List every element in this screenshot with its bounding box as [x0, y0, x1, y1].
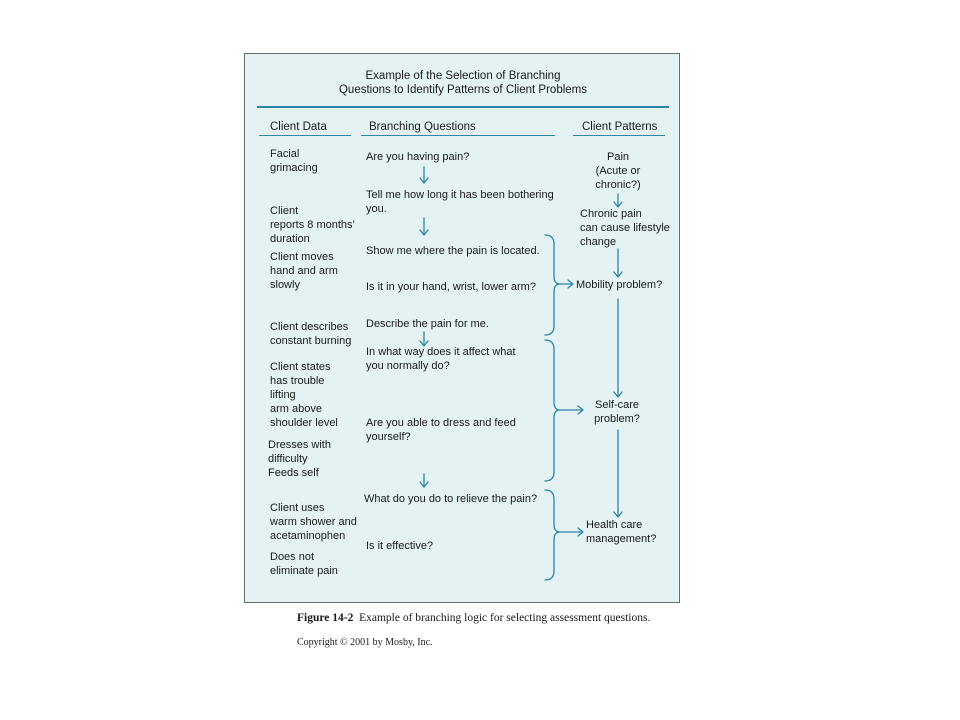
- branching-question: Show me where the pain is located.: [366, 245, 540, 257]
- down-arrow-icon: [419, 217, 429, 236]
- flow-arrows: [419, 166, 623, 581]
- client-data-item: Client reports 8 months’ duration: [270, 205, 355, 245]
- client-data-item: Facial grimacing: [270, 148, 318, 174]
- client-data-item: Client uses warm shower and acetaminophe…: [270, 502, 357, 542]
- branching-question: Are you having pain?: [366, 151, 470, 163]
- branching-question: Is it in your hand, wrist, lower arm?: [366, 281, 536, 293]
- client-pattern: Self-care problem?: [594, 399, 640, 425]
- header-rule-branching: [361, 135, 555, 136]
- down-arrow-icon: [613, 298, 623, 398]
- client-data-item: Does not eliminate pain: [270, 551, 338, 577]
- client-data-item: Client moves hand and arm slowly: [270, 251, 338, 291]
- curly-brace-icon: [544, 489, 561, 581]
- figure-title: Example of the Selection of Branching Qu…: [338, 70, 587, 96]
- client-pattern: Mobility problem?: [576, 279, 663, 291]
- figure-caption: Figure 14-2 Example of branching logic f…: [297, 612, 650, 624]
- branching-question: In what way does it affect what you norm…: [366, 346, 516, 372]
- curly-brace-icon: [544, 234, 561, 336]
- header-branching-questions: Branching Questions: [369, 121, 476, 133]
- header-client-data: Client Data: [270, 121, 327, 133]
- down-arrow-icon: [613, 248, 623, 278]
- down-arrow-icon: [613, 429, 623, 518]
- client-pattern: Pain (Acute or chronic?): [595, 151, 641, 191]
- curly-brace-icon: [544, 339, 561, 482]
- client-pattern: Chronic pain can cause lifestyle change: [580, 208, 670, 248]
- client-data-item: Dresses with difficulty Feeds self: [268, 439, 331, 479]
- branching-question: What do you do to relieve the pain?: [364, 493, 538, 505]
- down-arrow-icon: [419, 331, 429, 347]
- client-data-item: Client states has trouble lifting arm ab…: [270, 361, 338, 429]
- branching-question: Tell me how long it has been bothering y…: [366, 189, 554, 215]
- client-data-item: Client describes constant burning: [270, 321, 352, 347]
- figure-label: Figure 14-2: [297, 612, 354, 624]
- branching-question: Are you able to dress and feed yourself?: [366, 417, 516, 443]
- down-arrow-icon: [419, 473, 429, 488]
- title-rule: [257, 106, 669, 108]
- branching-question: Is it effective?: [366, 540, 434, 552]
- caption-text: Example of branching logic for selecting…: [359, 612, 651, 624]
- figure-panel: Example of the Selection of Branching Qu…: [244, 53, 680, 603]
- right-arrow-icon: [559, 405, 584, 415]
- copyright-notice: Copyright © 2001 by Mosby, Inc.: [297, 637, 433, 648]
- branching-question: Describe the pain for me.: [366, 318, 489, 330]
- header-client-patterns: Client Patterns: [582, 121, 658, 133]
- header-rule-client-data: [259, 135, 351, 136]
- right-arrow-icon: [559, 279, 574, 289]
- client-pattern: Health care management?: [586, 519, 657, 545]
- down-arrow-icon: [419, 166, 429, 184]
- right-arrow-icon: [559, 527, 584, 537]
- header-rule-patterns: [573, 135, 665, 136]
- down-arrow-icon: [613, 193, 623, 208]
